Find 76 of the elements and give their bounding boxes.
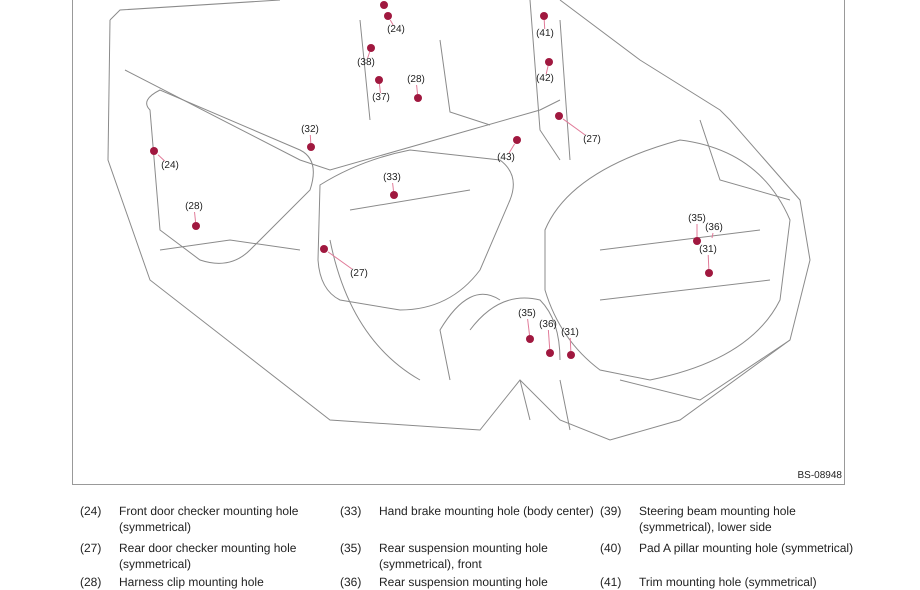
callout-number: (36): [705, 223, 723, 233]
leader-line: [158, 154, 166, 162]
leader-line: [310, 134, 312, 144]
figure-code: BS-08948: [798, 470, 842, 481]
mounting-hole-marker: [390, 191, 398, 199]
mounting-hole-marker: [367, 44, 375, 52]
mounting-hole-marker: [307, 143, 315, 151]
leader-line: [696, 224, 698, 238]
callout-number: (27): [80, 540, 102, 556]
mounting-hole-marker: [540, 12, 548, 20]
mounting-hole-marker: [150, 147, 158, 155]
leader-line: [194, 212, 196, 222]
leader-line: [328, 251, 352, 270]
part-description: Harness clip mounting hole: [119, 574, 265, 590]
mounting-hole-marker: [414, 94, 422, 102]
leader-line: [527, 318, 530, 336]
mounting-hole-marker: [705, 269, 713, 277]
callout-number: (36): [539, 320, 557, 330]
callout-number: (24): [161, 161, 179, 171]
callout-number: (38): [357, 58, 375, 68]
callout-number: (43): [497, 153, 515, 163]
mounting-hole-marker: [546, 349, 554, 357]
leader-line: [708, 254, 710, 270]
leader-line: [392, 182, 394, 192]
mounting-hole-marker: [380, 1, 388, 9]
callout-number: (27): [350, 269, 368, 279]
part-description: Hand brake mounting hole (body center): [379, 503, 594, 519]
mounting-hole-marker: [375, 76, 383, 84]
leader-line: [570, 338, 572, 352]
callout-number: (31): [699, 245, 717, 255]
leader-line: [544, 20, 546, 30]
callout-number: (33): [340, 503, 362, 519]
part-description: Steering beam mounting hole (symmetrical), lower side: [639, 503, 797, 535]
part-description: Pad A pillar mounting hole (symmetrical): [639, 540, 854, 556]
mounting-hole-marker: [555, 112, 563, 120]
leader-line: [416, 84, 418, 94]
leader-line: [562, 118, 586, 136]
leader-line: [508, 144, 516, 154]
callout-number: (35): [518, 309, 536, 319]
callout-number: (28): [407, 75, 425, 85]
part-description: Rear door checker mounting hole (symmetrical): [119, 540, 298, 572]
mounting-hole-marker: [526, 335, 534, 343]
callout-number: (24): [80, 503, 102, 519]
mounting-hole-marker: [513, 136, 521, 144]
callout-number: (35): [688, 214, 706, 224]
callout-number: (24): [387, 25, 405, 35]
callout-number: (28): [185, 202, 203, 212]
callout-number: (32): [301, 125, 319, 135]
part-description: Rear suspension mounting hole: [379, 574, 549, 590]
part-description: Rear suspension mounting hole (symmetrical), front: [379, 540, 549, 572]
callout-number: (41): [600, 574, 622, 590]
leader-line: [378, 84, 381, 94]
callout-number: (27): [583, 135, 601, 145]
mounting-hole-marker: [545, 58, 553, 66]
leader-line: [390, 20, 394, 26]
mounting-hole-marker: [693, 237, 701, 245]
callout-number: (37): [372, 93, 390, 103]
leader-line: [548, 330, 550, 350]
callout-number: (40): [600, 540, 622, 556]
leader-line: [367, 52, 370, 58]
part-description: Front door checker mounting hole (symmetrical): [119, 503, 300, 535]
callout-number: (41): [536, 29, 554, 39]
callout-number: (33): [383, 173, 401, 183]
callout-number: (31): [561, 328, 579, 338]
callout-number: (39): [600, 503, 622, 519]
mounting-hole-marker: [320, 245, 328, 253]
leader-line: [546, 66, 549, 74]
callout-number: (36): [340, 574, 362, 590]
callout-number: (35): [340, 540, 362, 556]
callout-number: (28): [80, 574, 102, 590]
callout-number: (42): [536, 74, 554, 84]
mounting-hole-marker: [384, 12, 392, 20]
mounting-hole-marker: [192, 222, 200, 230]
leader-line: [712, 232, 714, 238]
part-description: Trim mounting hole (symmetrical): [639, 574, 818, 590]
mounting-hole-marker: [567, 351, 575, 359]
